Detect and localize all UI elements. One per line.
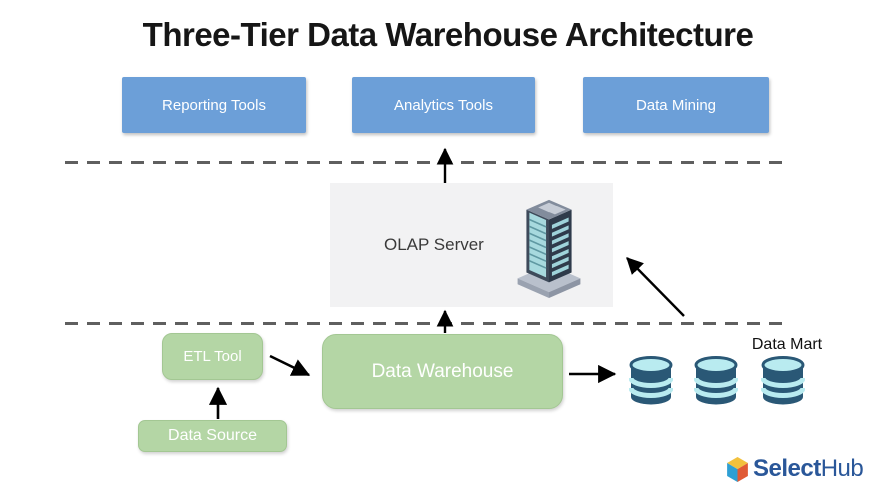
data-source-box: Data Source bbox=[138, 420, 287, 452]
selecthub-logo-text: SelectHub bbox=[753, 455, 864, 483]
selecthub-logo: SelectHub bbox=[726, 455, 864, 483]
data-source-label: Data Source bbox=[168, 427, 257, 444]
etl-tool-label: ETL Tool bbox=[183, 348, 242, 365]
database-cylinder-icon bbox=[761, 356, 805, 405]
database-cylinder-icon bbox=[694, 356, 738, 405]
etl-tool-box: ETL Tool bbox=[162, 333, 263, 380]
selecthub-logo-icon bbox=[727, 456, 748, 482]
data-mining-label: Data Mining bbox=[635, 96, 717, 114]
arrow-mart-to-olap bbox=[626, 257, 685, 317]
reporting-tools-label: Reporting Tools bbox=[162, 96, 266, 114]
page-title: Three-Tier Data Warehouse Architecture bbox=[142, 16, 754, 53]
tier-separator-top bbox=[65, 161, 790, 164]
data-warehouse-box: Data Warehouse bbox=[322, 334, 563, 409]
analytics-tools-box: Analytics Tools bbox=[352, 77, 535, 133]
logo-text-bold: Select bbox=[753, 455, 821, 482]
olap-server-icon bbox=[517, 199, 581, 299]
reporting-tools-box: Reporting Tools bbox=[122, 77, 306, 133]
database-cylinder-icon bbox=[629, 356, 673, 405]
data-mart-label: Data Mart bbox=[751, 336, 823, 353]
logo-text-light: Hub bbox=[820, 455, 864, 482]
tier-separator-bottom bbox=[65, 322, 790, 325]
data-warehouse-label: Data Warehouse bbox=[371, 360, 514, 382]
arrow-etl-to-warehouse bbox=[269, 354, 311, 377]
olap-server-box: OLAP Server bbox=[330, 183, 613, 307]
olap-server-label: OLAP Server bbox=[384, 235, 484, 254]
data-mining-box: Data Mining bbox=[583, 77, 769, 133]
analytics-tools-label: Analytics Tools bbox=[394, 96, 493, 114]
